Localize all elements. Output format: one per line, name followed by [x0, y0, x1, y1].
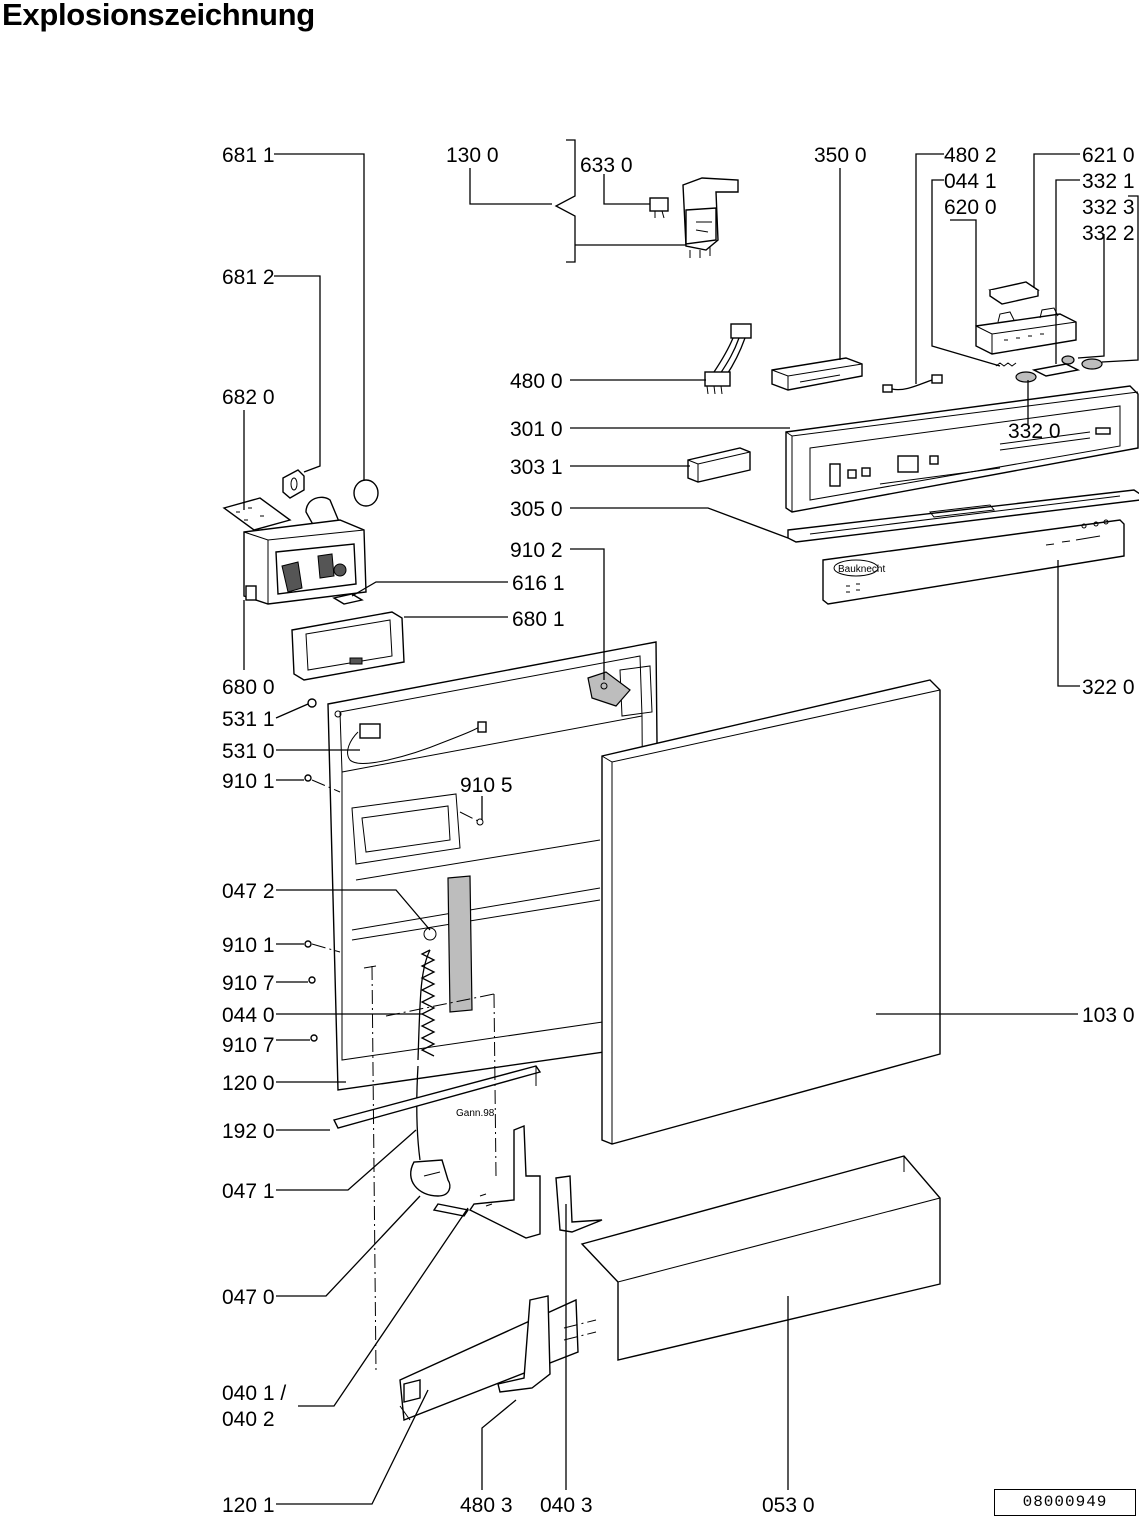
label-910-7-lower: 910 7	[222, 1034, 275, 1057]
label-120-0: 120 0	[222, 1072, 275, 1095]
label-303-1: 303 1	[510, 456, 563, 479]
circuit-board-part	[988, 281, 1040, 305]
label-332-3: 332 3	[1082, 196, 1135, 219]
door-spring-part	[416, 927, 437, 1161]
leader-lines	[243, 139, 1139, 1505]
label-044-0: 044 0	[222, 1004, 275, 1027]
seal-part	[332, 593, 364, 605]
inner-door-part	[327, 641, 661, 1091]
label-480-3: 480 3	[460, 1494, 513, 1516]
lower-strip-part	[399, 1298, 579, 1421]
outer-door-part	[601, 679, 941, 1145]
detergent-dispenser-part	[222, 496, 367, 605]
label-531-0: 531 0	[222, 740, 275, 763]
spring-part	[995, 362, 1017, 367]
kick-plate-part	[580, 1155, 941, 1361]
label-616-1: 616 1	[512, 572, 565, 595]
label-120-1: 120 1	[222, 1494, 275, 1516]
hinge-bracket-part	[682, 177, 739, 258]
label-910-7-upper: 910 7	[222, 972, 275, 995]
screws	[304, 698, 318, 1042]
label-682-0: 682 0	[222, 386, 275, 409]
rail-part: Gann.98	[332, 1065, 542, 1129]
label-103-0: 103 0	[1082, 1004, 1135, 1027]
label-332-0: 332 0	[1008, 420, 1061, 443]
electronic-board-part	[975, 307, 1077, 355]
label-040-3: 040 3	[540, 1494, 593, 1516]
cable-harness-part	[704, 323, 752, 395]
stamp-text: Gann.98	[456, 1108, 495, 1119]
control-module-part	[771, 357, 863, 391]
cover-part	[687, 447, 751, 483]
page-title: Explosionszeichnung	[2, 0, 315, 32]
label-332-1: 332 1	[1082, 170, 1135, 193]
label-044-1: 044 1	[944, 170, 997, 193]
label-301-0: 301 0	[510, 418, 563, 441]
clip-part	[282, 469, 305, 499]
label-040-2: 040 2	[222, 1408, 275, 1431]
label-480-0: 480 0	[510, 370, 563, 393]
label-620-0: 620 0	[944, 196, 997, 219]
label-130-0: 130 0	[446, 144, 499, 167]
mounting-bracket-part	[555, 1175, 603, 1233]
label-633-0: 633 0	[580, 154, 633, 177]
document-id-box: 08000949	[994, 1489, 1136, 1516]
label-910-1-upper: 910 1	[222, 770, 275, 793]
label-192-0: 192 0	[222, 1120, 275, 1143]
label-680-0: 680 0	[222, 676, 275, 699]
label-047-0: 047 0	[222, 1286, 275, 1309]
label-332-2: 332 2	[1082, 222, 1135, 245]
front-panel-part: Bauknecht	[822, 519, 1125, 605]
label-531-1: 531 1	[222, 708, 275, 731]
label-910-5: 910 5	[460, 774, 513, 797]
handle-part	[497, 1295, 551, 1393]
label-681-1: 681 1	[222, 144, 275, 167]
label-680-1: 680 1	[512, 608, 565, 631]
part-number-labels: 681 1 130 0 633 0 350 0 480 2 044 1 620 …	[222, 144, 1135, 1516]
label-910-2: 910 2	[510, 539, 563, 562]
label-305-0: 305 0	[510, 498, 563, 521]
knob-part	[353, 479, 379, 507]
control-panel-housing-part	[785, 385, 1139, 513]
brand-text: Bauknecht	[838, 564, 885, 575]
button-caps-part	[1015, 355, 1103, 383]
spring-hook-part	[410, 1159, 470, 1217]
label-040-1: 040 1 /	[222, 1382, 286, 1405]
hinge-arm-part	[468, 1124, 541, 1239]
label-350-0: 350 0	[814, 144, 867, 167]
construction-lines	[311, 779, 597, 1373]
gasket-part	[291, 611, 405, 681]
label-047-2: 047 2	[222, 880, 275, 903]
microswitch-part	[649, 197, 669, 219]
label-322-0: 322 0	[1082, 676, 1135, 699]
cable-part	[882, 374, 943, 393]
label-480-2: 480 2	[944, 144, 997, 167]
label-047-1: 047 1	[222, 1180, 275, 1203]
label-681-2: 681 2	[222, 266, 275, 289]
label-053-0: 053 0	[762, 1494, 815, 1516]
label-910-1-lower: 910 1	[222, 934, 275, 957]
label-621-0: 621 0	[1082, 144, 1135, 167]
